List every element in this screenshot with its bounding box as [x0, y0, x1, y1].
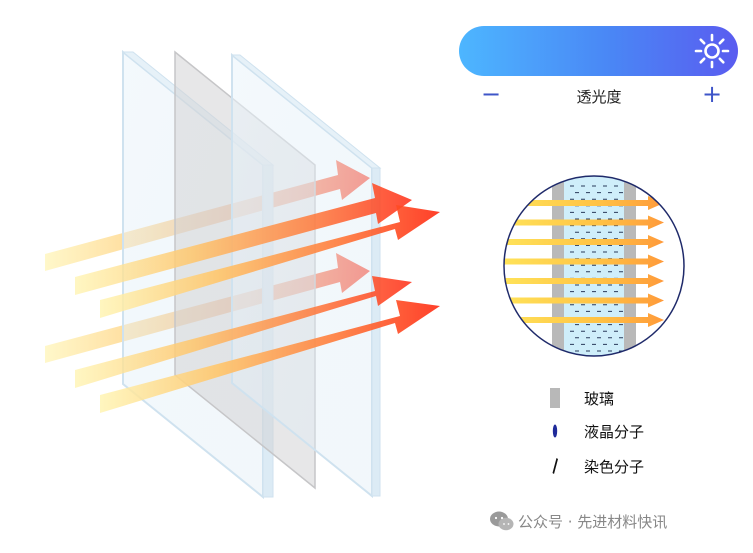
- watermark: 公众号 · 先进材料快讯: [518, 513, 668, 531]
- light-beam: [75, 183, 412, 295]
- magnified-light-beam: [504, 254, 664, 269]
- light-beams-front: [75, 183, 440, 413]
- legend-label: 液晶分子: [584, 423, 645, 441]
- magnified-view: [503, 175, 685, 357]
- slider-label: 透光度: [576, 88, 622, 106]
- sun-icon: [694, 33, 730, 69]
- magnified-light-beam: [504, 293, 664, 308]
- wechat-icon: [490, 511, 514, 531]
- magnified-light-beam: [504, 235, 664, 249]
- glass-swatch-icon: [550, 388, 560, 408]
- light-beam: [100, 205, 440, 318]
- magnified-light-beams: [504, 196, 664, 327]
- dye-molecule-icon: [552, 458, 558, 474]
- magnified-light-beam: [504, 196, 664, 210]
- magnified-light-beam: [504, 274, 664, 288]
- decrease-button[interactable]: −: [481, 80, 502, 108]
- liquid-crystal-molecule-icon: [552, 424, 558, 438]
- transmittance-slider[interactable]: [459, 26, 738, 76]
- magnified-light-beam: [504, 215, 664, 230]
- legend-label: 玻璃: [584, 390, 615, 408]
- legend-label: 染色分子: [584, 458, 645, 476]
- light-beam: [75, 276, 412, 388]
- light-beam: [100, 300, 440, 413]
- increase-button[interactable]: +: [702, 80, 723, 108]
- magnified-light-beam: [504, 313, 664, 327]
